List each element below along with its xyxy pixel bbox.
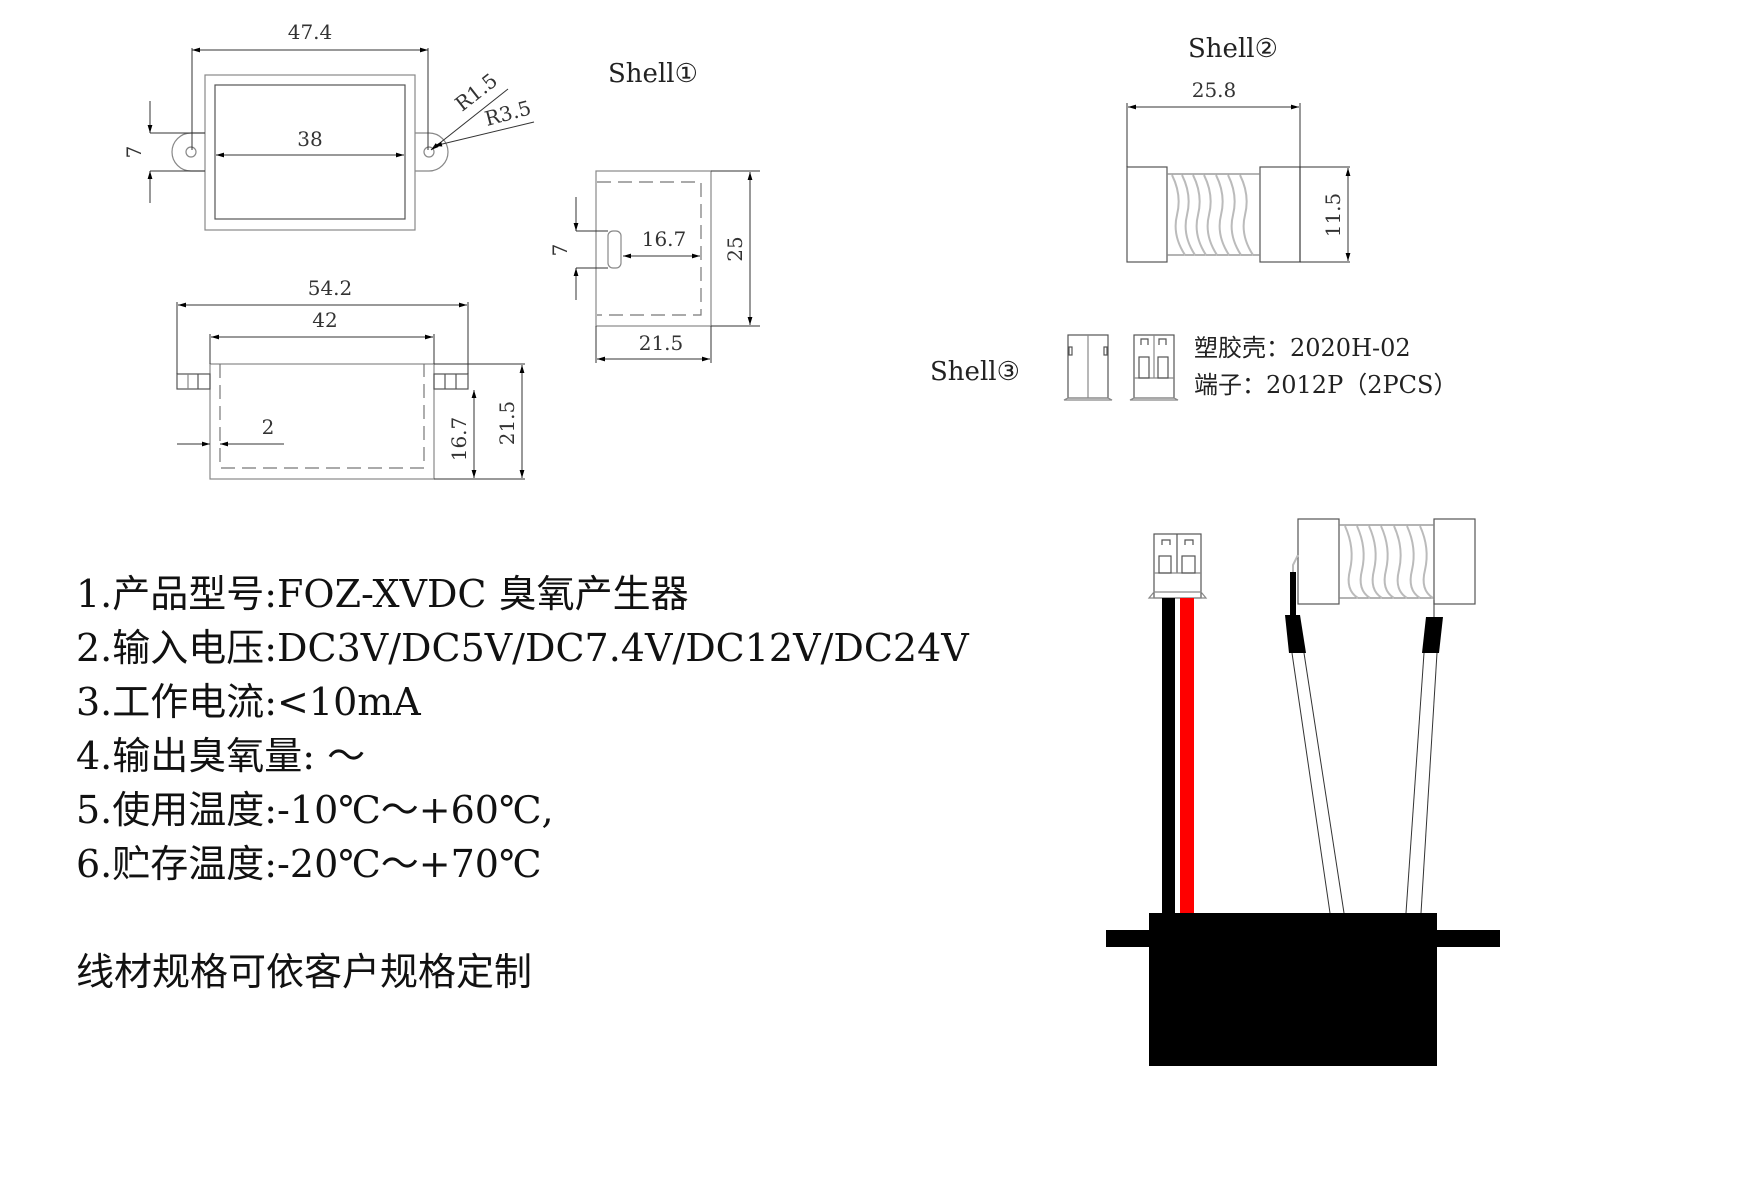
right-lead-sleeve bbox=[1422, 617, 1443, 653]
dim-length: 25.8 bbox=[1192, 78, 1237, 102]
module-body bbox=[1149, 913, 1437, 1066]
dim-lug-radius: R3.5 bbox=[482, 96, 533, 131]
dim-overall-width: 54.2 bbox=[308, 276, 353, 300]
connector-front-view bbox=[1129, 334, 1179, 401]
dim-inner-depth: 16.7 bbox=[642, 227, 687, 251]
dim-inner-height: 16.7 bbox=[447, 417, 471, 462]
coil-right-cap bbox=[1433, 518, 1476, 605]
red-wire bbox=[1180, 598, 1194, 914]
shell2-coil-drawing: 25.8 11.5 bbox=[1126, 78, 1351, 263]
right-lug-hole bbox=[423, 146, 435, 158]
coil-winding bbox=[1344, 525, 1434, 599]
spec-input-voltage: 2.输入电压:DC3V/DC5V/DC7.4V/DC12V/DC24V bbox=[76, 626, 969, 670]
dim-overall-width: 47.4 bbox=[288, 20, 333, 44]
left-lug bbox=[171, 132, 205, 172]
coil-left-cap bbox=[1297, 518, 1340, 605]
right-lug bbox=[415, 132, 449, 172]
dim-diameter: 11.5 bbox=[1321, 193, 1345, 238]
dim-height: 21.5 bbox=[495, 401, 519, 446]
spec-ozone-output: 4.输出臭氧量: ～ bbox=[76, 734, 366, 778]
connector-side-view bbox=[1063, 334, 1113, 401]
dim-inner-width: 38 bbox=[297, 127, 322, 151]
spec-model: 1.产品型号:FOZ-XVDC 臭氧产生器 bbox=[76, 572, 689, 616]
shell1-side-view: 7 16.7 25 21.5 bbox=[548, 170, 760, 363]
spec-operating-temp: 5.使用温度:-10℃～+60℃, bbox=[76, 788, 554, 832]
dim-slot-height: 7 bbox=[548, 244, 572, 257]
shell1-front-view: 54.2 42 2 16.7 21.5 bbox=[176, 276, 525, 480]
assembly-illustration bbox=[1106, 518, 1500, 1066]
terminal-spec: 端子：2012P（2PCS） bbox=[1194, 371, 1457, 399]
shell1-top-view: 47.4 38 7 R1.5 R3.5 bbox=[122, 20, 535, 231]
wire-customization-note: 线材规格可依客户规格定制 bbox=[76, 950, 533, 994]
shell1-outer-outline bbox=[204, 74, 416, 231]
dim-width: 21.5 bbox=[639, 331, 684, 355]
shell2-label: Shell② bbox=[1188, 34, 1278, 64]
dim-wall: 2 bbox=[262, 415, 275, 439]
left-lead-sleeve bbox=[1285, 615, 1306, 653]
black-wire bbox=[1162, 598, 1175, 914]
shell1-inner-outline bbox=[214, 84, 406, 220]
dim-body-width: 42 bbox=[312, 308, 337, 332]
shell1-label: Shell① bbox=[608, 59, 698, 89]
coil-winding bbox=[1171, 174, 1254, 256]
slot bbox=[607, 230, 622, 269]
dim-height: 25 bbox=[723, 236, 747, 261]
housing-spec: 塑胶壳：2020H-02 bbox=[1194, 334, 1411, 362]
dim-lug-height: 7 bbox=[122, 146, 146, 159]
spec-working-current: 3.工作电流:<10mA bbox=[76, 680, 421, 724]
spec-storage-temp: 6.贮存温度:-20℃～+70℃ bbox=[76, 842, 542, 886]
shell3-label: Shell③ bbox=[930, 357, 1020, 387]
left-lug-hole bbox=[185, 146, 197, 158]
